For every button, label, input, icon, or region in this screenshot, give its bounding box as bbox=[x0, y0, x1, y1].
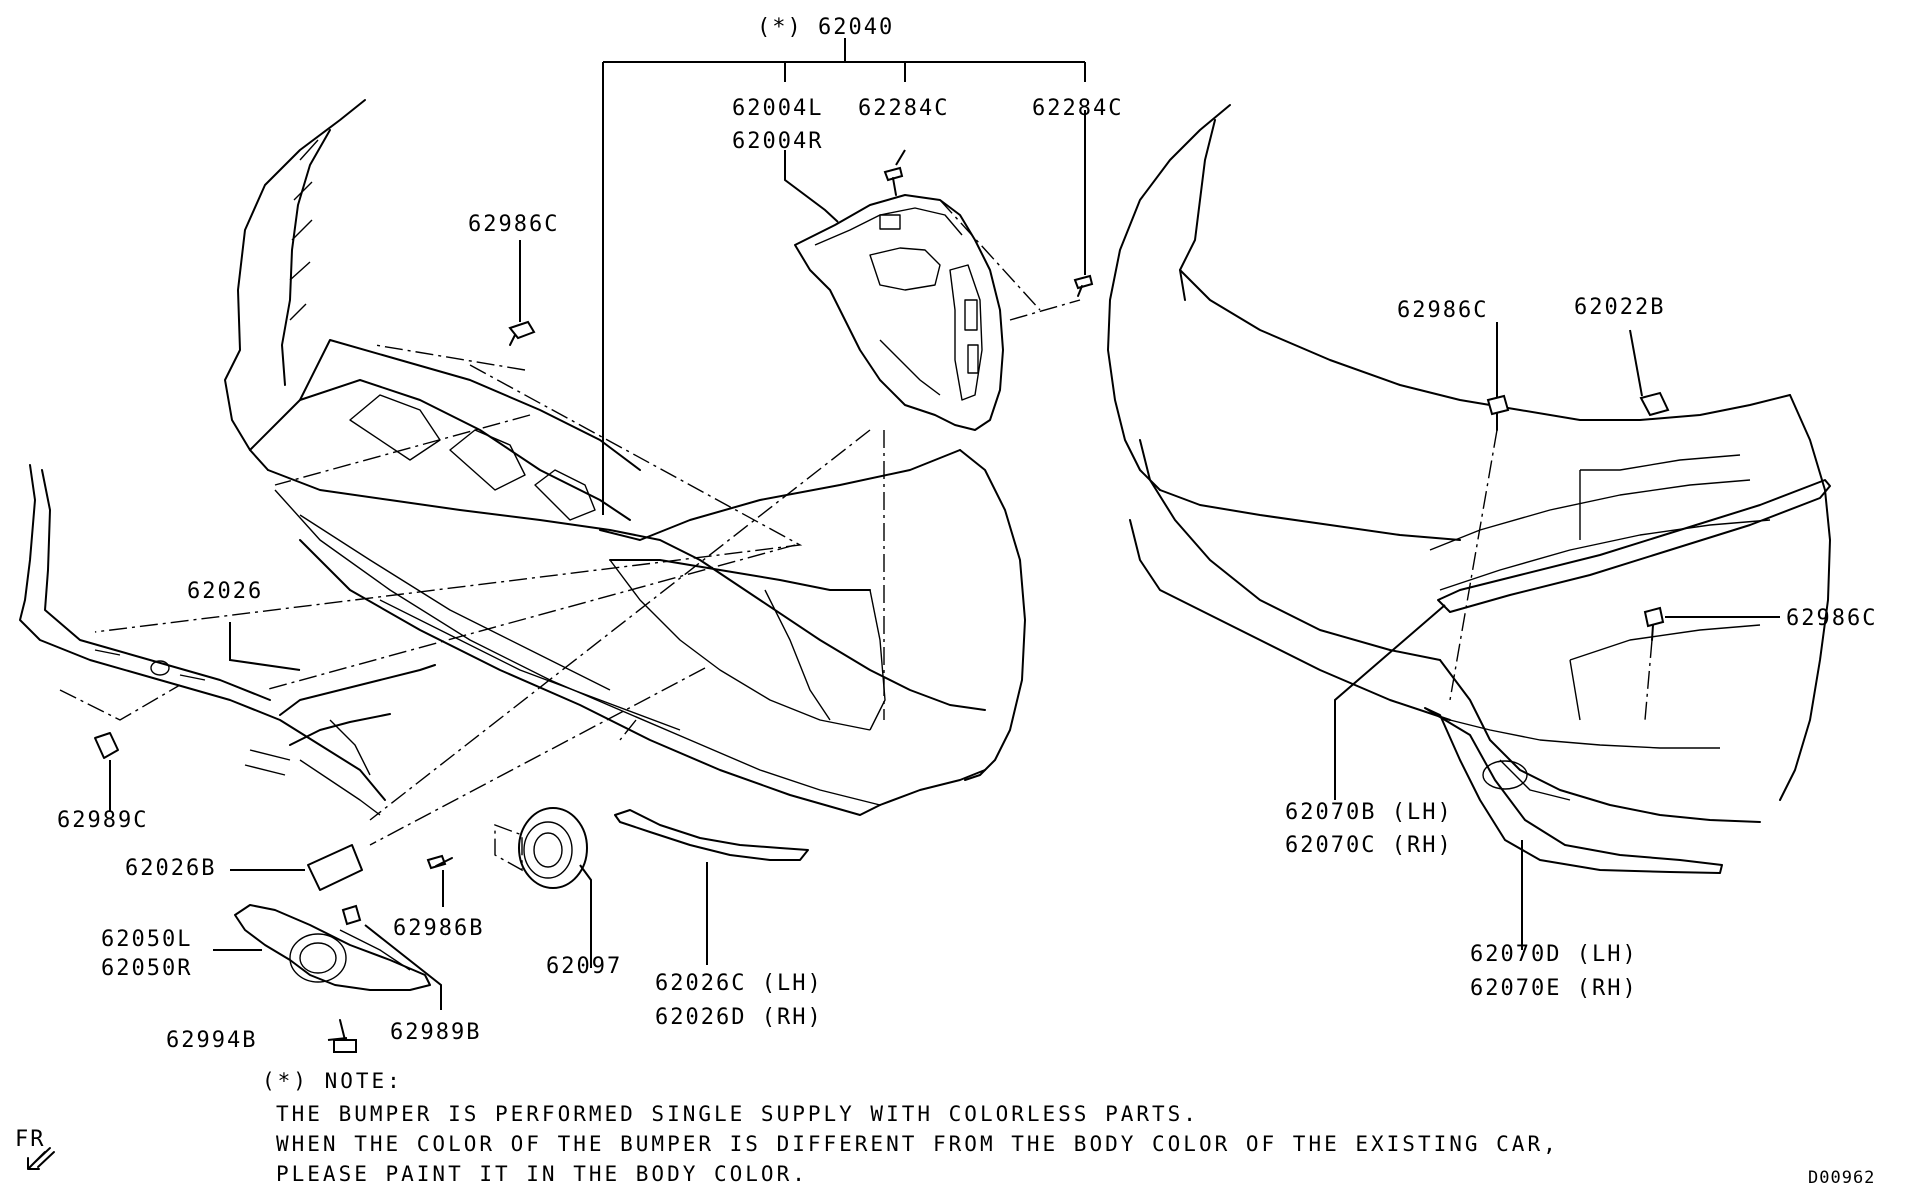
clip-62986c-rear-top bbox=[1486, 394, 1510, 431]
label-62989c: 62989C bbox=[57, 808, 148, 833]
note-line-1: THE BUMPER IS PERFORMED SINGLE SUPPLY WI… bbox=[276, 1102, 1199, 1126]
bolt-62994b bbox=[333, 1019, 357, 1053]
label-62070c: 62070C (RH) bbox=[1285, 833, 1453, 858]
label-62070b: 62070B (LH) bbox=[1285, 800, 1453, 825]
plate-62026b bbox=[307, 844, 363, 891]
screw-62284c-right bbox=[1073, 274, 1094, 297]
label-62022b: 62022B bbox=[1574, 295, 1665, 320]
note-heading: (*) NOTE: bbox=[262, 1069, 403, 1093]
clip-62986c-front bbox=[508, 320, 536, 346]
label-62026: 62026 bbox=[187, 579, 263, 604]
label-62050r: 62050R bbox=[101, 956, 192, 981]
label-62986b: 62986B bbox=[393, 916, 484, 941]
label-62004r: 62004R bbox=[732, 129, 823, 154]
note-line-2: WHEN THE COLOR OF THE BUMPER IS DIFFEREN… bbox=[276, 1132, 1559, 1156]
label-62994b: 62994B bbox=[166, 1028, 257, 1053]
note-line-3: PLEASE PAINT IT IN THE BODY COLOR. bbox=[276, 1162, 808, 1186]
clip-62022b bbox=[1639, 391, 1670, 417]
bracket-62004 bbox=[794, 194, 1004, 431]
garnish-62070d-e bbox=[1424, 707, 1723, 874]
cap-62989c bbox=[94, 732, 119, 759]
label-62040: (*) 62040 bbox=[757, 15, 894, 40]
label-62070d: 62070D (LH) bbox=[1470, 942, 1638, 967]
label-62050l: 62050L bbox=[101, 927, 192, 952]
label-62284c-left: 62284C bbox=[858, 96, 949, 121]
front-direction-indicator: FR bbox=[15, 1127, 55, 1170]
screw-62284c-left bbox=[883, 166, 904, 196]
label-62986c-rear-top: 62986C bbox=[1397, 298, 1488, 323]
clip-62986b bbox=[426, 854, 453, 870]
note-block: (*) NOTE: THE BUMPER IS PERFORMED SINGLE… bbox=[262, 1069, 1559, 1186]
fog-lamp-62097 bbox=[518, 807, 588, 889]
front-bumper-cover bbox=[224, 99, 1026, 816]
leader-lines bbox=[109, 110, 1780, 1041]
label-62097: 62097 bbox=[546, 954, 622, 979]
label-62026c: 62026C (LH) bbox=[655, 971, 823, 996]
nut-62989b bbox=[341, 904, 362, 926]
garnish-62070b-c bbox=[1437, 479, 1831, 613]
assembly-lines bbox=[59, 199, 1653, 872]
label-62070e: 62070E (RH) bbox=[1470, 976, 1638, 1001]
diagram-code: D00962 bbox=[1808, 1168, 1875, 1187]
label-62026d: 62026D (RH) bbox=[655, 1005, 823, 1030]
label-62986c-rear-side: 62986C bbox=[1786, 606, 1877, 631]
part-labels: (*) 62040 62004L 62004R 62284C 62284C 62… bbox=[57, 15, 1877, 1053]
clip-62986c-rear-side bbox=[1643, 606, 1665, 641]
label-62989b: 62989B bbox=[390, 1020, 481, 1045]
fog-bezel-62050 bbox=[234, 904, 431, 991]
label-62986c-front: 62986C bbox=[468, 212, 559, 237]
front-direction-label: FR bbox=[15, 1127, 46, 1152]
label-62004l: 62004L bbox=[732, 96, 823, 121]
label-62284c-right: 62284C bbox=[1032, 96, 1123, 121]
rear-bumper-cover bbox=[1107, 104, 1831, 823]
front-arrow-icon bbox=[27, 1147, 55, 1170]
garnish-62026c-d bbox=[614, 809, 809, 861]
assembly-bracket-62040 bbox=[602, 38, 1086, 515]
label-62026b: 62026B bbox=[125, 856, 216, 881]
lower-grille-62026 bbox=[19, 464, 436, 816]
